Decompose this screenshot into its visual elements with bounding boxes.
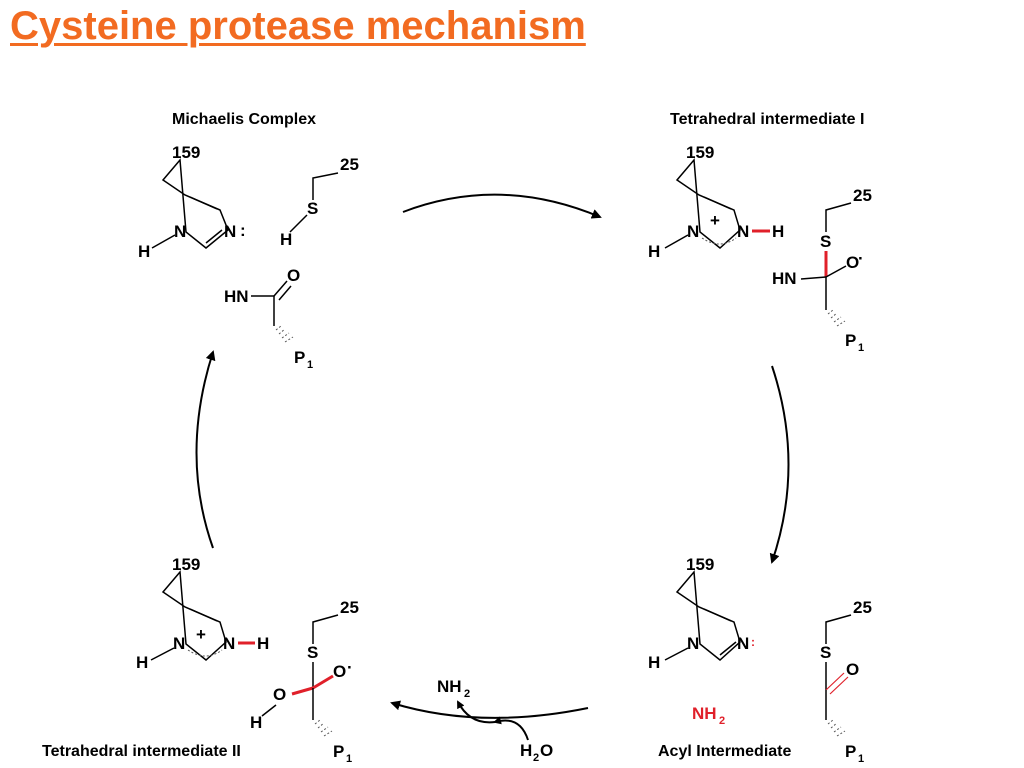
michaelis-complex-label: Michaelis Complex [172, 111, 316, 128]
oxyanion-o: O [333, 662, 346, 681]
his-h: H [136, 653, 148, 672]
his-n3: N [737, 222, 749, 241]
p1-sub: 1 [858, 342, 864, 354]
cys-h: H [280, 230, 292, 249]
thioester: 25 S O P 1 [820, 598, 872, 765]
michaelis-complex: Michaelis Complex 159 N N : H 25 S H HN [138, 111, 359, 371]
leaving-nh-main: NH [437, 677, 462, 696]
his-nh: H [257, 634, 269, 653]
substrate-amide: HN O P 1 [224, 266, 313, 371]
lone-pair-dots: : [240, 221, 246, 240]
tetra2-label: Tetrahedral intermediate II [42, 743, 241, 760]
his-h: H [648, 242, 660, 261]
water-in-arrow [493, 716, 529, 741]
water-o: O [540, 741, 553, 760]
substrate-hn: HN [224, 287, 249, 306]
his-n3: N [737, 634, 749, 653]
cys-s: S [307, 643, 318, 662]
water-h: H [520, 741, 532, 760]
histidine-159-ring-protonated: 159 N N + H H [136, 555, 269, 672]
arrow-left [195, 350, 216, 549]
his-residue-number: 159 [686, 143, 714, 162]
leaving-nh-sub: 2 [464, 688, 470, 700]
oxyanion-dot: · [347, 658, 353, 677]
his-n1: N [173, 634, 185, 653]
his-h: H [648, 653, 660, 672]
hydroxyl-o: O [273, 685, 286, 704]
p1-main: P [294, 348, 305, 367]
p1-main: P [845, 742, 856, 761]
page-title: Cysteine protease mechanism [10, 4, 586, 48]
plus-charge: + [196, 625, 206, 644]
plus-charge: + [710, 211, 720, 230]
tetra1-label: Tetrahedral intermediate I [670, 111, 864, 128]
released-amine: NH 2 [692, 704, 725, 727]
oxyanion-bond [312, 674, 334, 690]
arrow-right [769, 365, 790, 564]
p1-main: P [333, 742, 344, 761]
acyl-label: Acyl Intermediate [658, 743, 791, 760]
histidine-159-ring: 159 N N : H [138, 143, 246, 261]
tetrahedral-intermediate-2: 159 N N + H H 25 S O · O H P [42, 555, 359, 765]
cys-residue-number: 25 [340, 598, 359, 617]
hydroxyl-h: H [250, 713, 262, 732]
cys-residue-number: 25 [853, 598, 872, 617]
amine-nh-main: NH [692, 704, 717, 723]
his-n1: N [174, 222, 186, 241]
substrate-o: O [287, 266, 300, 285]
carbonyl-o: O [846, 660, 859, 679]
his-n3: N [224, 222, 236, 241]
cys-s: S [820, 643, 831, 662]
oxyanion-o: O [846, 253, 859, 272]
covalent-adduct-1: 25 S O · HN P 1 [772, 186, 872, 354]
cysteine-25: 25 S H [280, 155, 359, 249]
his-residue-number: 159 [172, 555, 200, 574]
his-n1: N [687, 634, 699, 653]
cys-residue-number: 25 [340, 155, 359, 174]
substrate-hn: HN [772, 269, 797, 288]
oxyanion-dot: · [858, 249, 864, 268]
p1-main: P [845, 331, 856, 350]
covalent-adduct-2: 25 S O · O H P 1 [250, 598, 359, 765]
cys-s: S [307, 199, 318, 218]
tetrahedral-intermediate-1: Tetrahedral intermediate I 159 N N + H H… [648, 111, 872, 354]
his-residue-number: 159 [172, 143, 200, 162]
amine-out-arrow [457, 700, 496, 724]
his-nh: H [772, 222, 784, 241]
his-h: H [138, 242, 150, 261]
water-attack: NH 2 H 2 O [437, 677, 553, 764]
arrow-bottom [390, 700, 589, 719]
acyl-intermediate: 159 N N : H NH 2 25 S O P 1 Acyl [648, 555, 872, 765]
cys-s: S [820, 232, 831, 251]
his-residue-number: 159 [686, 555, 714, 574]
his-n3: N [223, 634, 235, 653]
p1-sub: 1 [858, 753, 864, 765]
cys-residue-number: 25 [853, 186, 872, 205]
water-sub: 2 [533, 752, 539, 764]
new-co-bond [291, 686, 314, 696]
lone-pair-dots: : [751, 635, 755, 649]
histidine-159-ring-protonated: 159 N N + H H [648, 143, 784, 261]
p1-sub: 1 [346, 753, 352, 765]
p1-sub: 1 [307, 359, 313, 371]
amine-nh-sub: 2 [719, 715, 725, 727]
arrow-top [402, 193, 602, 219]
his-n1: N [687, 222, 699, 241]
histidine-159-ring: 159 N N : H [648, 555, 755, 672]
